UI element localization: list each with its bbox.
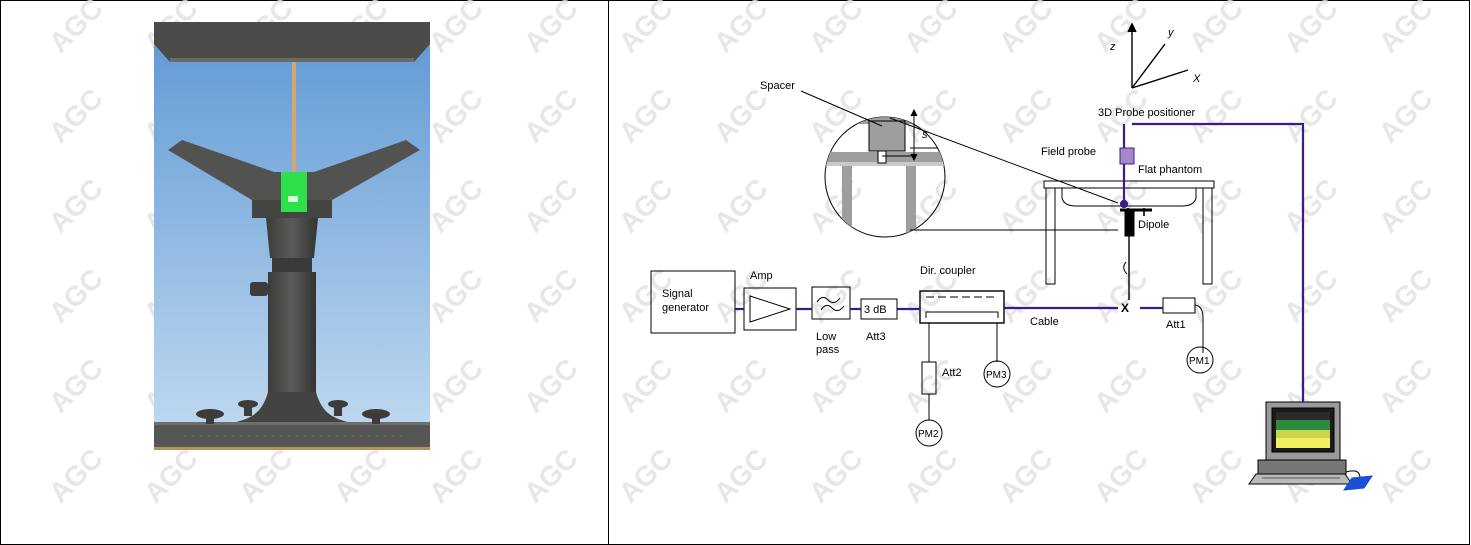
s-label: s: [922, 129, 928, 141]
att2-label: Att2: [942, 367, 962, 379]
spacer-label: Spacer: [760, 80, 795, 92]
low-pass-label-1: Low: [816, 331, 836, 343]
coordinate-axes: [1127, 22, 1189, 89]
amp-label: Amp: [750, 270, 773, 282]
dipole-marker: [281, 172, 307, 212]
x-mark-label: X: [1121, 301, 1129, 315]
att1-label: Att1: [1166, 319, 1186, 331]
setup-diagram: z y X Spacer s 3D Probe positioner Field…: [650, 22, 1374, 491]
field-probe-label: Field probe: [1041, 146, 1096, 158]
signal-generator-label-2: generator: [662, 302, 709, 314]
support-column: [266, 218, 318, 258]
y-holder: [168, 140, 420, 200]
axis-z-label: z: [1109, 41, 1116, 53]
att-3db-label: 3 dB: [864, 304, 887, 316]
fixture-photo: [154, 22, 430, 450]
cables: [735, 122, 1305, 402]
pm2-label: PM2: [918, 429, 939, 440]
flat-phantom-label: Flat phantom: [1138, 164, 1202, 176]
pm3-label: PM3: [986, 370, 1007, 381]
dir-coupler-label: Dir. coupler: [920, 265, 976, 277]
flat-phantom-table: [1043, 180, 1215, 285]
signal-generator-label-1: Signal: [662, 288, 693, 300]
computer: [1248, 401, 1374, 491]
signal-generator: [650, 270, 736, 334]
amp-box: [743, 287, 797, 331]
att2-box: [921, 361, 937, 395]
axis-y-label: y: [1167, 27, 1175, 39]
panel-divider: [608, 0, 609, 545]
laser-beam: [292, 62, 296, 174]
att3-label: Att3: [866, 331, 886, 343]
dipole: [1123, 211, 1135, 300]
att1-box: [1162, 297, 1196, 314]
low-pass-filter: [811, 286, 851, 320]
pm1-label: PM1: [1189, 356, 1210, 367]
pm3-meter: [983, 360, 1011, 388]
phantom-top: [154, 22, 430, 62]
pm1-meter: [1186, 346, 1214, 374]
base-plate: [154, 422, 430, 450]
spacer-zoom-view: [824, 108, 946, 238]
pm2-meter: [915, 419, 943, 447]
probe-positioner-label: 3D Probe positioner: [1098, 107, 1196, 119]
adjust-knob: [250, 282, 268, 296]
cable-label: Cable: [1030, 316, 1059, 328]
low-pass-label-2: pass: [816, 344, 840, 356]
dipole-label: Dipole: [1138, 219, 1169, 231]
directional-coupler: [919, 290, 1005, 324]
axis-x-label: X: [1192, 73, 1201, 85]
